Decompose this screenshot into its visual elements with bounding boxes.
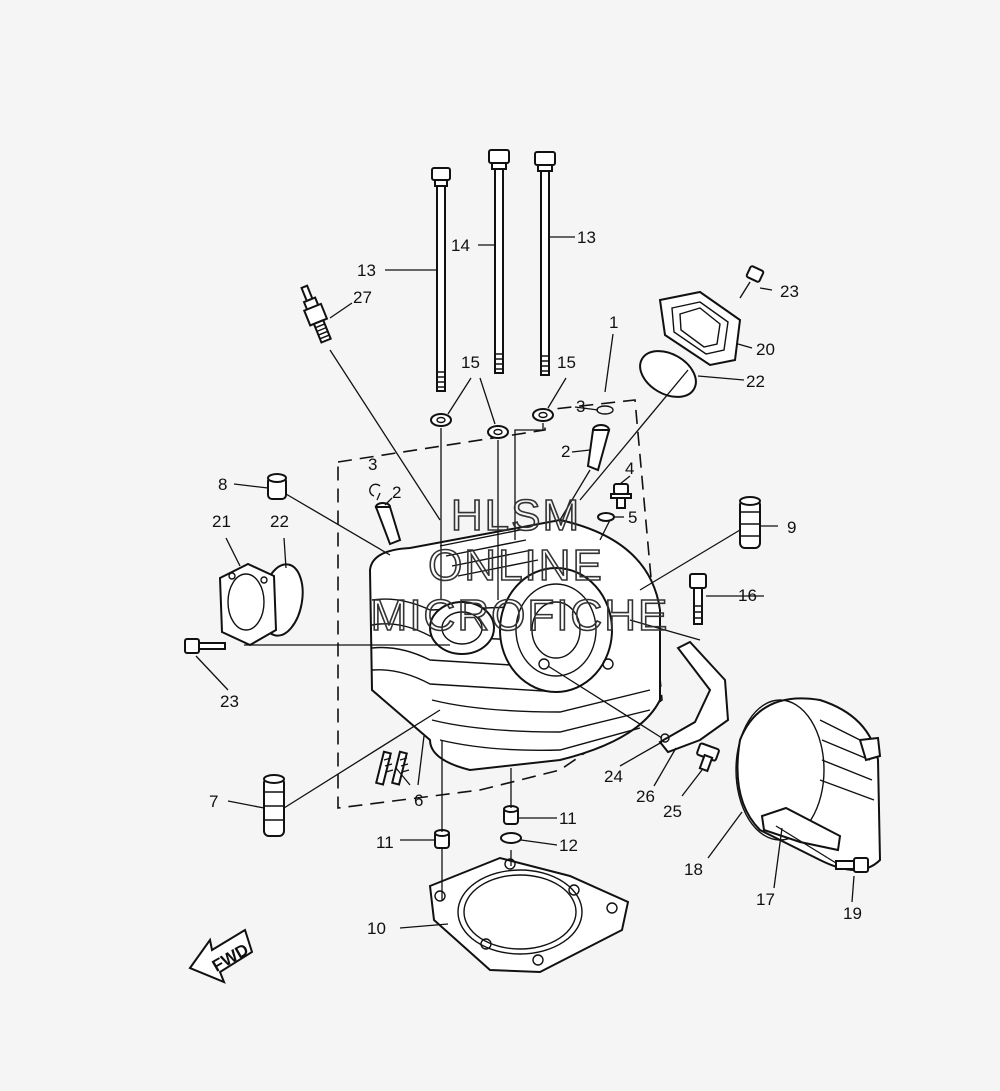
callout-14: 14 <box>451 236 470 255</box>
callout-18: 18 <box>684 860 703 879</box>
callout-9: 9 <box>787 518 796 537</box>
small-bolt <box>611 484 631 508</box>
side-cover-bolt <box>697 743 720 771</box>
valve-guide-right <box>588 425 609 470</box>
callout-22-right: 22 <box>746 372 765 391</box>
callout-26: 26 <box>636 787 655 806</box>
fwd-arrow-icon: FWD <box>190 930 252 982</box>
callout-5: 5 <box>628 508 637 527</box>
callout-19: 19 <box>843 904 862 923</box>
stud-bolts <box>376 752 409 785</box>
intake-bolt <box>740 266 764 298</box>
valve-guide-left <box>376 503 400 544</box>
callout-11-left: 11 <box>376 833 394 852</box>
callout-23-left: 23 <box>220 692 239 711</box>
callout-17: 17 <box>756 890 775 909</box>
dowel-11-right <box>504 806 518 824</box>
callout-24: 24 <box>604 767 623 786</box>
callout-11-right: 11 <box>559 809 577 828</box>
watermark-line-3: MICROFICHE <box>371 591 670 640</box>
tappet-cover <box>220 564 276 645</box>
callout-3-left: 3 <box>368 455 377 474</box>
circlip-right <box>597 406 613 414</box>
callout-8: 8 <box>218 475 227 494</box>
callout-2-right: 2 <box>561 442 570 461</box>
dowel-pin-lower-left <box>264 775 284 836</box>
hex-bolt-right <box>690 574 706 624</box>
callout-2-left: 2 <box>392 483 401 502</box>
callout-27: 27 <box>353 288 372 307</box>
callout-13-left: 13 <box>357 261 376 280</box>
washer-right <box>533 409 553 421</box>
spark-plug <box>296 283 334 344</box>
callout-10: 10 <box>367 919 386 938</box>
callout-6: 6 <box>414 791 423 810</box>
dowel-11-left <box>435 830 449 848</box>
callout-20: 20 <box>756 340 775 359</box>
callout-22-left: 22 <box>270 512 289 531</box>
washer-center <box>488 426 508 438</box>
callout-16: 16 <box>738 586 757 605</box>
small-washer <box>598 513 614 521</box>
callout-12: 12 <box>559 836 578 855</box>
side-cover-gasket <box>660 642 728 752</box>
callout-21: 21 <box>212 512 231 531</box>
callout-4: 4 <box>625 459 634 478</box>
tappet-cover-bolt <box>185 639 225 653</box>
watermark-line-1: HLSM <box>451 491 581 540</box>
head-bolt-right <box>535 152 555 375</box>
circlip-left <box>370 484 380 496</box>
callout-1: 1 <box>609 313 618 332</box>
washer-12 <box>501 833 521 843</box>
dowel-pin-right <box>740 497 760 548</box>
callout-7: 7 <box>209 792 218 811</box>
callout-15-left: 15 <box>461 353 480 372</box>
dowel-pin-upper-left <box>268 474 286 499</box>
head-gasket <box>430 858 628 972</box>
washer-left <box>431 414 451 426</box>
callout-3-right: 3 <box>576 397 585 416</box>
callout-13-right: 13 <box>577 228 596 247</box>
head-bolt-left <box>432 168 450 391</box>
watermark-line-2: ONLINE <box>428 541 604 590</box>
callout-23-top: 23 <box>780 282 799 301</box>
callout-15-right: 15 <box>557 353 576 372</box>
callout-25: 25 <box>663 802 682 821</box>
side-cover-screw <box>836 858 868 872</box>
head-bolt-center <box>489 150 509 373</box>
